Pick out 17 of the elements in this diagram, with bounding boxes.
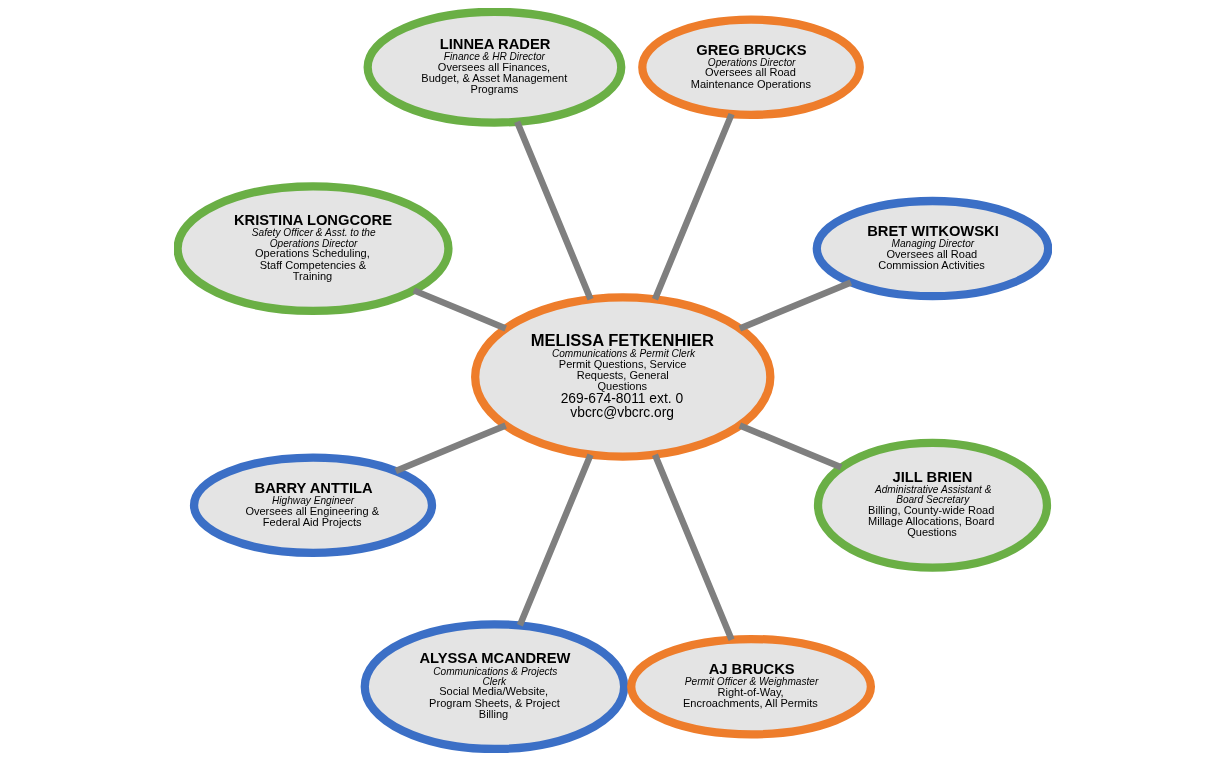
node-ellipse: BARRY ANTTILA Highway Engineer Oversees all Engineering & Federal Aid Projects — [189, 453, 436, 557]
connector — [516, 453, 594, 627]
node-ellipse: BRET WITKOWSKI Managing Director Oversees all Road Commission Activities — [812, 196, 1052, 301]
node-ellipse: AJ BRUCKS Permit Officer & Weighmaster Right-of-Way, Encroachments, All Permits — [626, 634, 875, 739]
connector — [651, 112, 735, 301]
node-ellipse: ALYSSA MCANDREW Communications & Projects Clerk Social Media/Website, Program Sheets, & Project Billing — [360, 620, 628, 753]
node-ellipse: MELISSA FETKENHIER Communications & Permit Clerk Permit Questions, Service Requests, General Questions 269-674-8011 ext. 0 vbcrc@vbcrc.org — [470, 293, 774, 461]
connector — [738, 422, 842, 471]
node-ellipse: GREG BRUCKS Operations Director Oversees all Road Maintenance Operations — [637, 15, 864, 119]
connector — [394, 422, 507, 474]
node-ellipse: LINNEA RADER Finance & HR Director Oversees all Finances, Budget, & Asset Management Programs — [363, 8, 625, 127]
node-ellipse: KRISTINA LONGCORE Safety Officer & Asst. to the Operations Director Operations Scheduling, Staff Competencies & Training — [173, 182, 453, 316]
connector — [513, 120, 594, 301]
connector — [412, 287, 507, 332]
connector — [738, 279, 852, 332]
node-ellipse: JILL BRIEN Administrative Assistant & Board Secretary Billing, County-wide Road Millage Allocations, Board Questions — [813, 438, 1051, 572]
connector — [651, 453, 735, 641]
